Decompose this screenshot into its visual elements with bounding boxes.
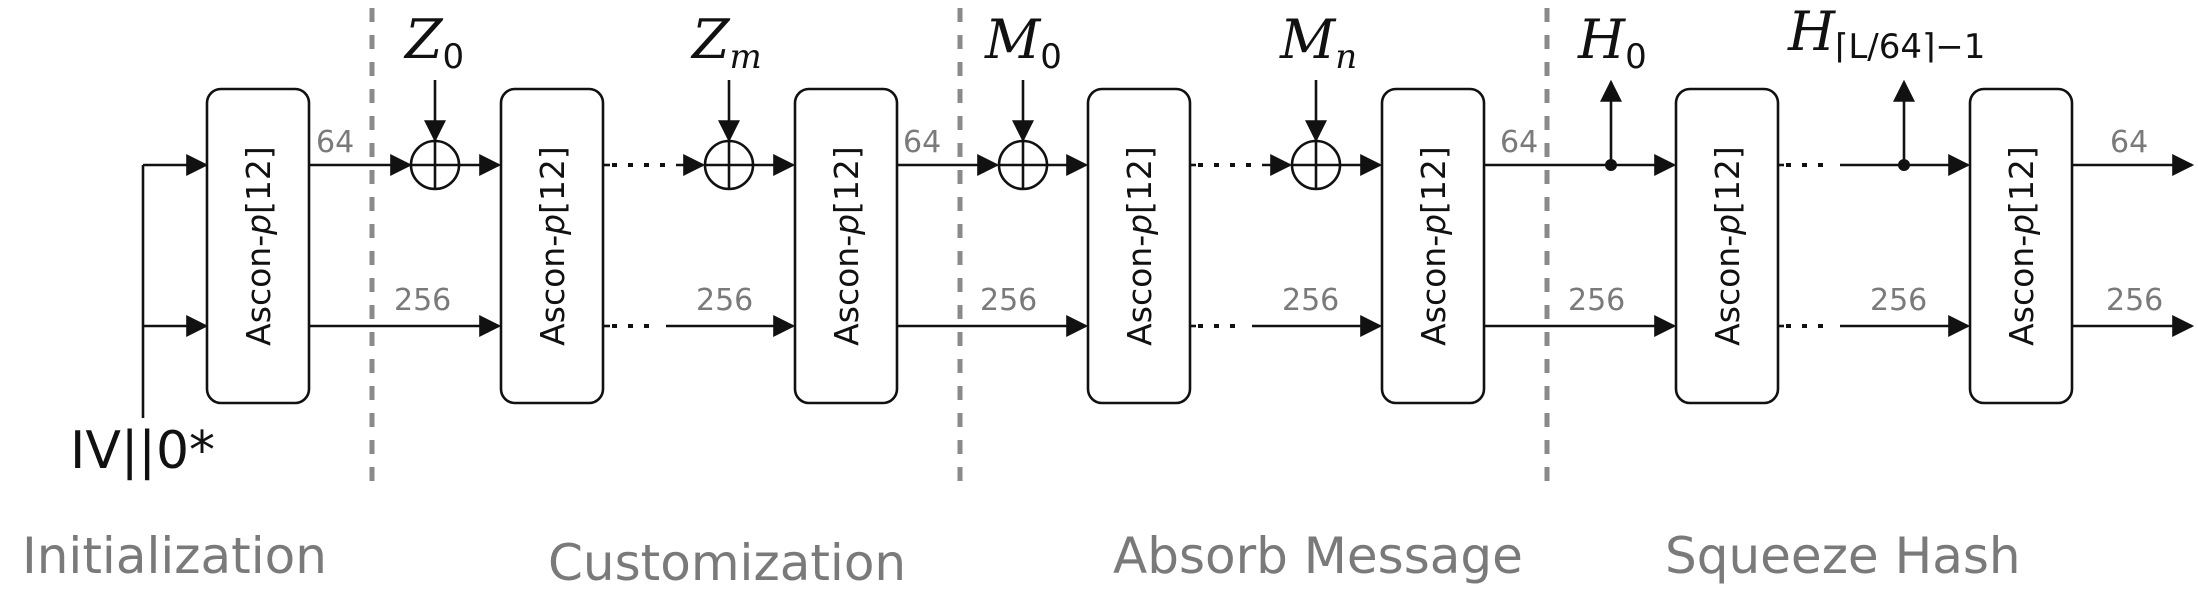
z0-label: Z0 xyxy=(403,8,464,77)
cap-bits-label-4: 256 xyxy=(1282,283,1339,318)
h0-label: H0 xyxy=(1577,8,1647,77)
cap-bits-label-3: 256 xyxy=(980,283,1037,318)
permutation-box-6: Ascon-p[12] xyxy=(1674,87,1780,405)
zm-label: Zm xyxy=(690,8,762,77)
rate-bits-label-3: 64 xyxy=(1500,125,1538,160)
xor-mn xyxy=(1290,139,1342,191)
permutation-box-7: Ascon-p[12] xyxy=(1968,87,2074,405)
permutation-box-3: Ascon-p[12] xyxy=(793,87,899,405)
xor-zm xyxy=(703,139,755,191)
svg-text:Ascon-p[12]: Ascon-p[12] xyxy=(239,146,278,346)
cap-bits-label-2: 256 xyxy=(696,283,753,318)
svg-text:Ascon-p[12]: Ascon-p[12] xyxy=(533,146,572,346)
permutation-box-4: Ascon-p[12] xyxy=(1086,87,1192,405)
mn-label: Mn xyxy=(1279,8,1357,77)
m0-label: M0 xyxy=(984,8,1062,77)
permutation-box-1: Ascon-p[12] xyxy=(205,87,311,405)
cap-bits-label-7: 256 xyxy=(2106,283,2163,318)
svg-text:Ascon-p[12]: Ascon-p[12] xyxy=(827,146,866,346)
rate-bits-label-1: 64 xyxy=(316,125,354,160)
svg-text:Ascon-p[12]: Ascon-p[12] xyxy=(1120,146,1159,346)
phase-label-squeeze-hash: Squeeze Hash xyxy=(1665,527,2021,585)
xor-m0 xyxy=(997,139,1049,191)
svg-text:Ascon-p[12]: Ascon-p[12] xyxy=(1414,146,1453,346)
phase-label-customization: Customization xyxy=(548,534,906,592)
permutation-box-2: Ascon-p[12] xyxy=(499,87,605,405)
xor-z0 xyxy=(409,139,461,191)
cap-bits-label-6: 256 xyxy=(1870,283,1927,318)
rate-bits-label-4: 64 xyxy=(2110,125,2148,160)
permutation-box-5: Ascon-p[12] xyxy=(1380,87,1486,405)
phase-label-absorb-message: Absorb Message xyxy=(1113,527,1523,585)
hlast-label: H⌈L/64⌉−1 xyxy=(1787,0,1985,67)
svg-text:Ascon-p[12]: Ascon-p[12] xyxy=(2002,146,2041,346)
phase-label-initialization: Initialization xyxy=(22,527,327,585)
cap-bits-label-1: 256 xyxy=(394,283,451,318)
iv-label: IV||0* xyxy=(70,421,215,481)
svg-text:Ascon-p[12]: Ascon-p[12] xyxy=(1708,146,1747,346)
rate-bits-label-2: 64 xyxy=(903,125,941,160)
cap-bits-label-5: 256 xyxy=(1568,283,1625,318)
